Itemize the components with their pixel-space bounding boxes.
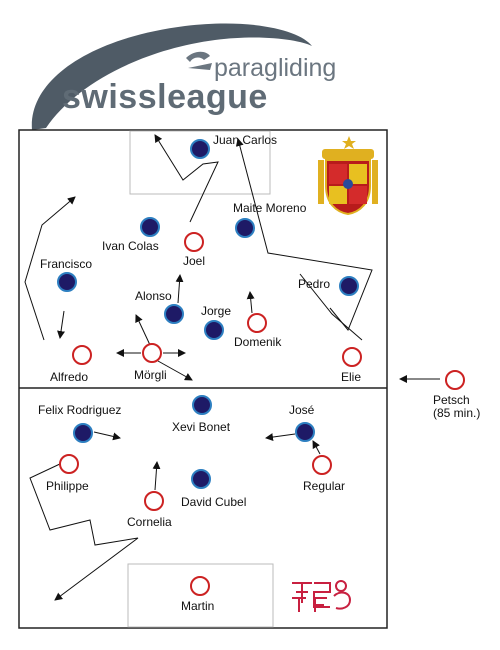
brand-line2: swissleague bbox=[62, 78, 268, 116]
logo-swoosh bbox=[31, 23, 312, 131]
spain-player: Alonso bbox=[135, 289, 184, 324]
spain-player: Xevi Bonet bbox=[172, 395, 231, 434]
swiss-player: Mörgli bbox=[134, 343, 167, 382]
player-name: Mörgli bbox=[134, 368, 167, 382]
spain-player: Pedro bbox=[298, 276, 359, 296]
player-name: Cornelia bbox=[127, 515, 172, 529]
swiss-player: Martin bbox=[181, 576, 214, 613]
movement-arrow bbox=[29, 462, 139, 601]
swiss-player: Alfredo bbox=[50, 345, 92, 384]
substitute-name: Petsch bbox=[433, 393, 470, 407]
swiss-players: Joel Domenik Alfredo Mörgli Elie Philipp… bbox=[46, 232, 362, 613]
movement-arrows bbox=[24, 134, 440, 601]
brand-line1: paragliding bbox=[214, 54, 336, 82]
spain-player: David Cubel bbox=[181, 469, 246, 509]
league-logo: paragliding swissleague bbox=[31, 23, 336, 131]
player-name: Francisco bbox=[40, 257, 92, 271]
player-name: José bbox=[289, 403, 315, 417]
movement-arrow bbox=[135, 314, 151, 346]
player-name: Martin bbox=[181, 599, 214, 613]
top-goal-box bbox=[129, 130, 271, 195]
player-name: Elie bbox=[341, 370, 361, 384]
player-name: Regular bbox=[303, 479, 345, 493]
field-outline bbox=[18, 129, 388, 629]
spain-player: Juan Carlos bbox=[190, 133, 277, 159]
player-name: Ivan Colas bbox=[102, 239, 159, 253]
spain-player: Maite Moreno bbox=[233, 201, 307, 238]
spain-player: Ivan Colas bbox=[102, 217, 160, 253]
swiss-player: Joel bbox=[183, 232, 205, 268]
player-name: Philippe bbox=[46, 479, 89, 493]
movement-arrow bbox=[265, 433, 296, 442]
player-name: Joel bbox=[183, 254, 205, 268]
movement-arrow bbox=[154, 134, 219, 223]
spain-player: José bbox=[289, 403, 315, 442]
spain-player: Jorge bbox=[201, 304, 231, 340]
movement-arrow bbox=[24, 196, 76, 341]
swiss-crest-icon bbox=[292, 580, 352, 612]
logo-wing-icon bbox=[186, 51, 212, 70]
player-name: Juan Carlos bbox=[213, 133, 277, 147]
player-name: Maite Moreno bbox=[233, 201, 307, 215]
swiss-player: Cornelia bbox=[127, 491, 172, 529]
substitute-player: Petsch (85 min.) bbox=[433, 370, 480, 420]
spain-crest-icon bbox=[318, 136, 378, 216]
movement-arrow bbox=[299, 273, 363, 341]
player-name: Xevi Bonet bbox=[172, 420, 231, 434]
spain-player: Francisco bbox=[40, 257, 92, 292]
movement-arrow bbox=[246, 291, 255, 314]
movement-arrow bbox=[152, 461, 161, 491]
swiss-player: Elie bbox=[341, 347, 362, 384]
swiss-player: Domenik bbox=[234, 313, 282, 349]
movement-arrow bbox=[175, 274, 184, 304]
player-name: Pedro bbox=[298, 277, 330, 291]
substitute-note: (85 min.) bbox=[433, 406, 480, 420]
movement-arrow bbox=[93, 431, 121, 441]
spain-players: Juan Carlos Maite Moreno Ivan Colas Fran… bbox=[38, 133, 359, 509]
movement-arrow bbox=[157, 360, 193, 381]
player-name: Felix Rodriguez bbox=[38, 403, 121, 417]
player-name: Alonso bbox=[135, 289, 172, 303]
player-name: Jorge bbox=[201, 304, 231, 318]
swiss-player: Regular bbox=[303, 455, 345, 493]
player-name: David Cubel bbox=[181, 495, 246, 509]
movement-arrow bbox=[57, 310, 65, 339]
swiss-player: Philippe bbox=[46, 454, 89, 493]
bottom-goal-box bbox=[127, 563, 274, 628]
movement-arrow bbox=[312, 440, 321, 455]
player-name: Alfredo bbox=[50, 370, 88, 384]
spain-player: Felix Rodriguez bbox=[38, 403, 121, 443]
player-name: Domenik bbox=[234, 335, 282, 349]
